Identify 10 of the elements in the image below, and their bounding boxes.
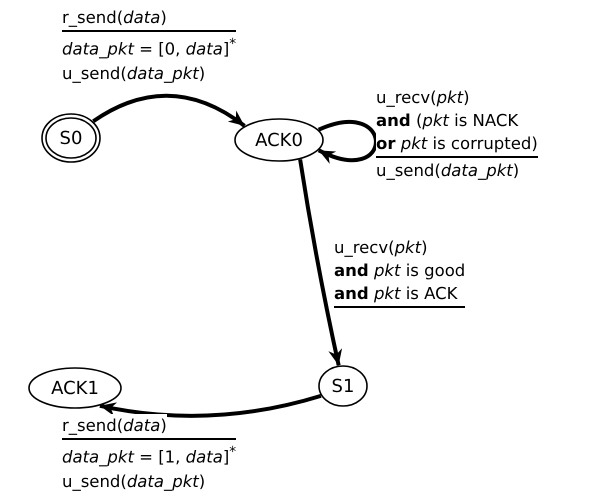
self-loop-arrow [318, 120, 378, 163]
state-label: S0 [60, 128, 82, 148]
state-label: ACK0 [255, 130, 303, 150]
transition-arrow [92, 94, 246, 128]
transition-arrow [100, 394, 322, 418]
transition-condition: r_send(data) [62, 414, 167, 437]
transition-condition: or pkt is corrupted) [376, 132, 538, 155]
transition-arrow [298, 159, 342, 366]
state-label: S1 [332, 376, 354, 396]
state-label: ACK1 [51, 378, 99, 398]
